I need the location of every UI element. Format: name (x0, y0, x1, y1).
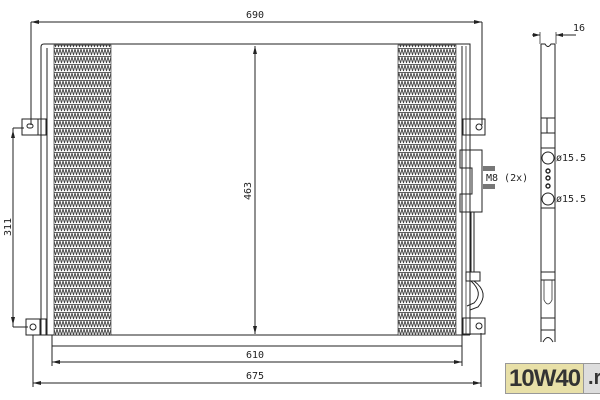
mounting-brackets (21, 118, 486, 336)
port-lower-label: ø15.5 (556, 194, 586, 205)
dimension-463: 463 (243, 46, 257, 334)
logo-suffix: .ru (583, 364, 600, 393)
dimension-311: 311 (3, 127, 28, 328)
dimension-463-label: 463 (243, 182, 254, 200)
bolt-label: M8 (2x) (486, 173, 528, 184)
fin-block-right (397, 44, 457, 336)
side-view: 16 ø15.5 ø15.5 (532, 23, 586, 343)
depth-label: 16 (573, 23, 585, 34)
dimension-311-label: 311 (3, 218, 14, 236)
connection-flange: M8 (2x) (459, 149, 528, 311)
dimension-690-label: 690 (246, 10, 264, 21)
dimension-610-label: 610 (246, 350, 264, 361)
dimension-675: 675 (32, 333, 482, 387)
dimension-610: 610 (51, 335, 463, 366)
site-logo: 10W40 .ru (505, 363, 600, 394)
logo-main: 10W40 (506, 364, 584, 393)
dimension-690: 690 (30, 10, 483, 125)
port-upper-label: ø15.5 (556, 153, 586, 164)
fin-block-left (53, 44, 112, 336)
condenser-core (40, 43, 471, 336)
dimension-675-label: 675 (246, 371, 264, 382)
